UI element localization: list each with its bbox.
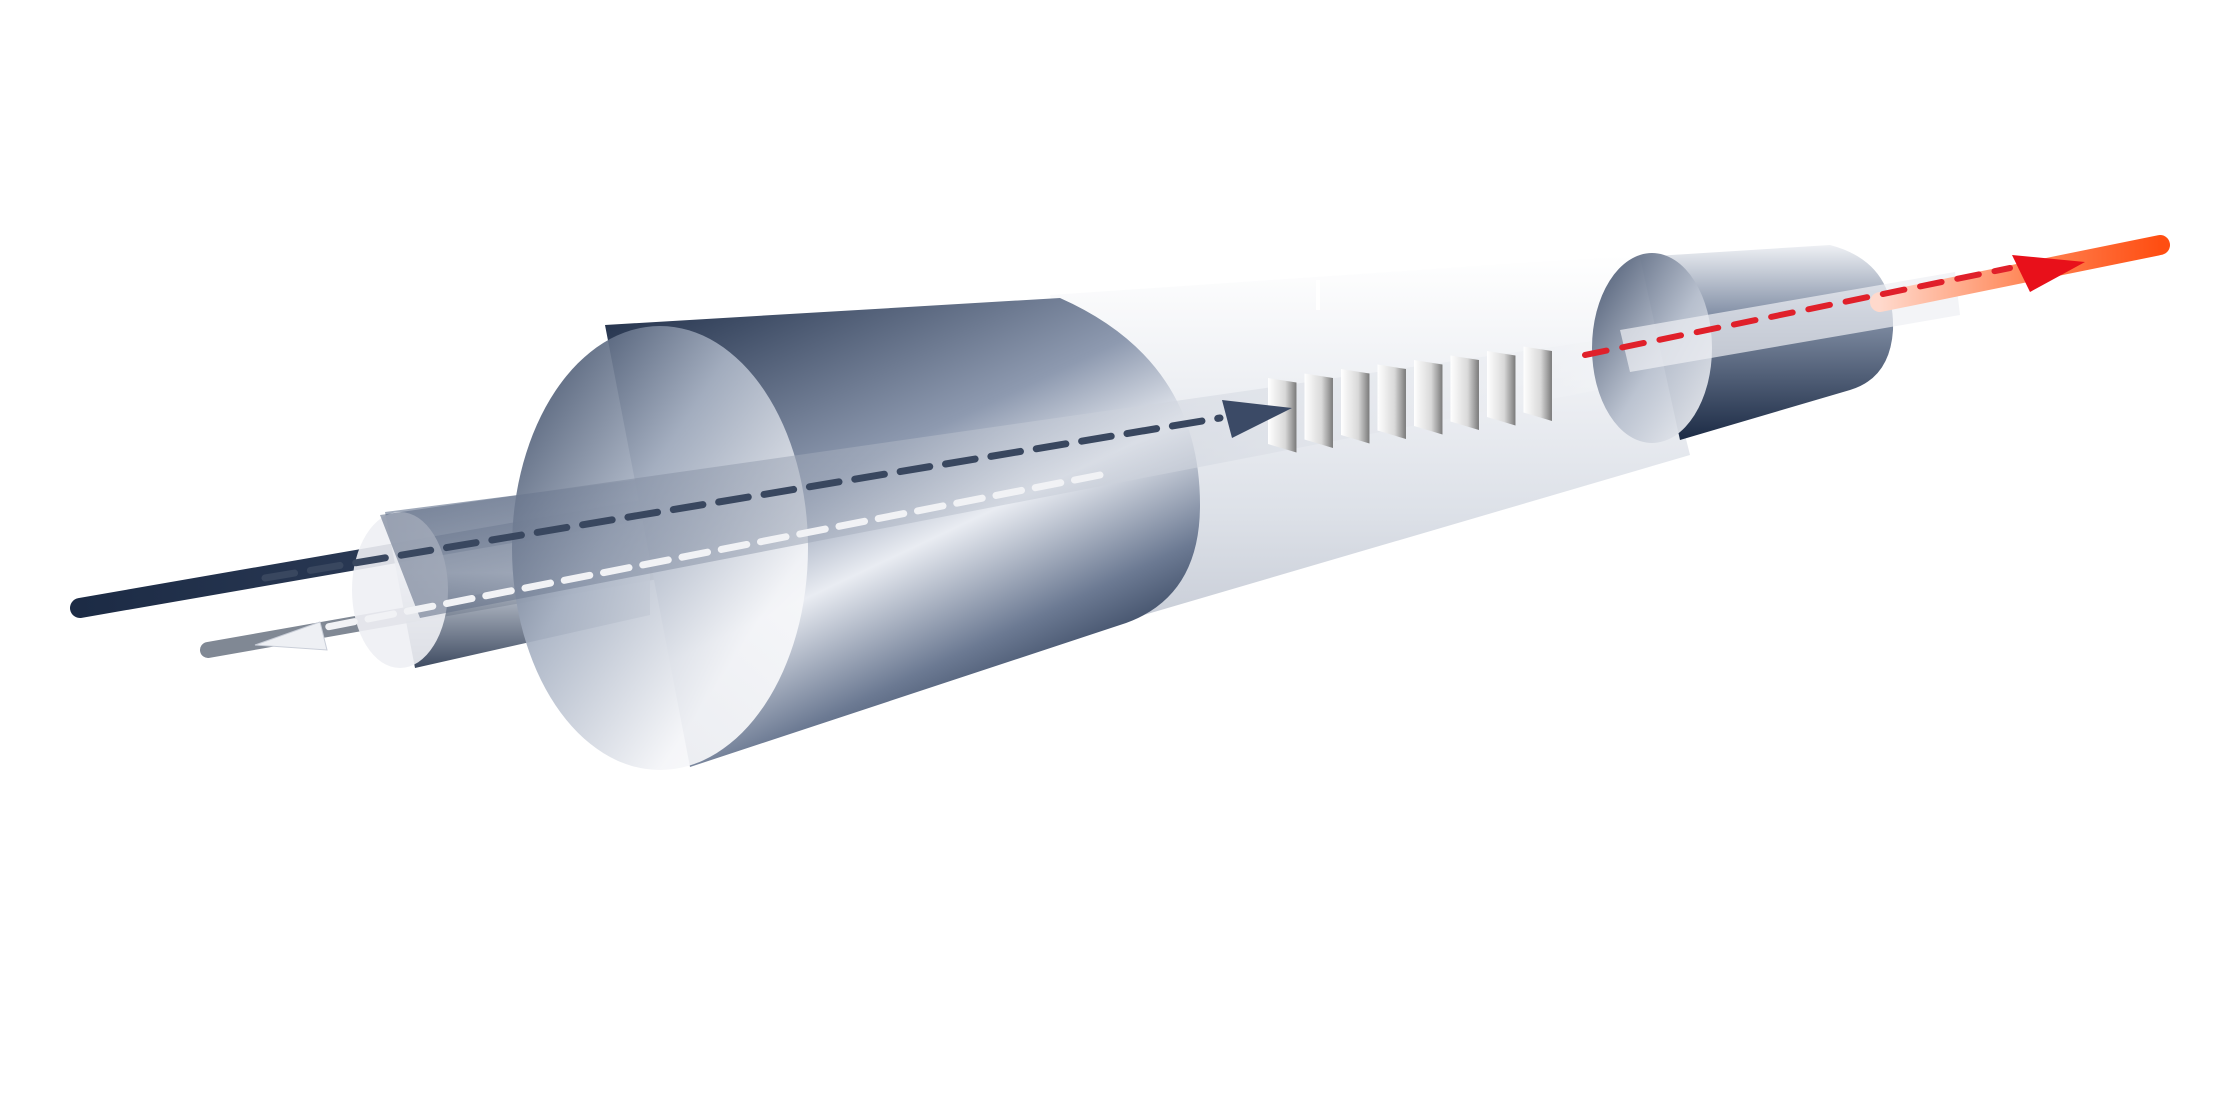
pump-beam	[261, 400, 1292, 582]
tapered-tube	[1050, 255, 1690, 622]
grating-tooth	[1341, 369, 1370, 444]
grating-tooth	[1523, 346, 1552, 421]
output-fiber	[1870, 235, 2170, 312]
grating-tooth	[1487, 351, 1516, 426]
grating-tooth	[1450, 355, 1479, 430]
grating-section	[1268, 346, 1552, 453]
grating-tooth	[1414, 360, 1443, 435]
reflected-arrow-icon	[254, 621, 328, 651]
output-beam	[1582, 255, 2085, 358]
output-arrow-icon	[2012, 255, 2085, 292]
grating-tooth	[1377, 364, 1406, 439]
output-ferrule	[1592, 245, 1960, 443]
pump-arrow-icon	[1222, 400, 1292, 438]
grating-tooth	[1304, 373, 1333, 448]
reflected-beam	[254, 471, 1104, 651]
grating-tooth	[1268, 378, 1297, 453]
